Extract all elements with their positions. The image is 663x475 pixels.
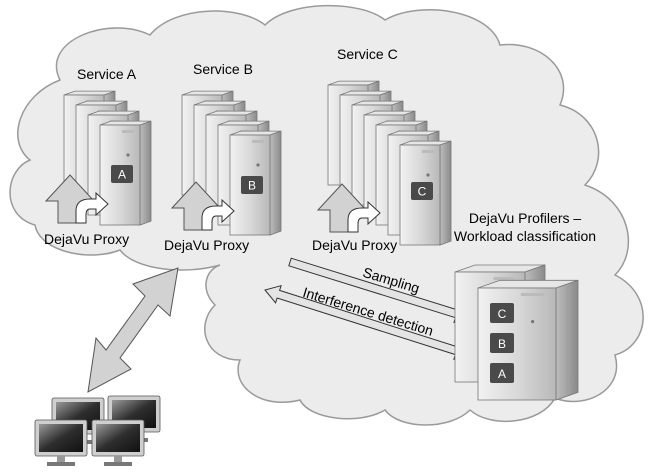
proxy-a-icon (44, 174, 109, 224)
service-c-title: Service C (337, 46, 398, 62)
proxy-a-label: DejaVu Proxy (44, 231, 130, 247)
server-tag-a: A (111, 165, 133, 183)
svg-text:C: C (418, 185, 427, 199)
svg-text:B: B (248, 179, 256, 193)
proxy-b-label: DejaVu Proxy (164, 237, 250, 253)
profiler-slot-a: A (490, 363, 514, 383)
server-c-7: C (399, 140, 452, 246)
svg-text:A: A (498, 367, 506, 381)
svg-text:B: B (498, 337, 506, 351)
svg-text:C: C (498, 307, 507, 321)
server-tag-b: B (241, 176, 263, 194)
service-b-title: Service B (193, 61, 253, 77)
server-b-5: B (229, 130, 282, 236)
desktop-client-icon-4 (91, 419, 145, 466)
desktop-client-icon-3 (34, 419, 88, 466)
client-cloud-double-arrow-icon (87, 267, 179, 393)
service-a-title: Service A (77, 66, 137, 82)
proxy-c-label: DejaVu Proxy (312, 237, 398, 253)
profiler-slot-b: B (490, 333, 514, 353)
server-tag-c: C (411, 182, 433, 200)
profilers-title-line1: DejaVu Profilers – (468, 210, 582, 226)
svg-text:A: A (118, 168, 126, 182)
proxy-c-icon (316, 183, 381, 233)
proxy-b-icon (170, 181, 235, 231)
profilers-title-line2: Workload classification (453, 228, 597, 244)
profiler-slot-c: C (490, 303, 514, 323)
server-a-4: A (99, 120, 152, 226)
